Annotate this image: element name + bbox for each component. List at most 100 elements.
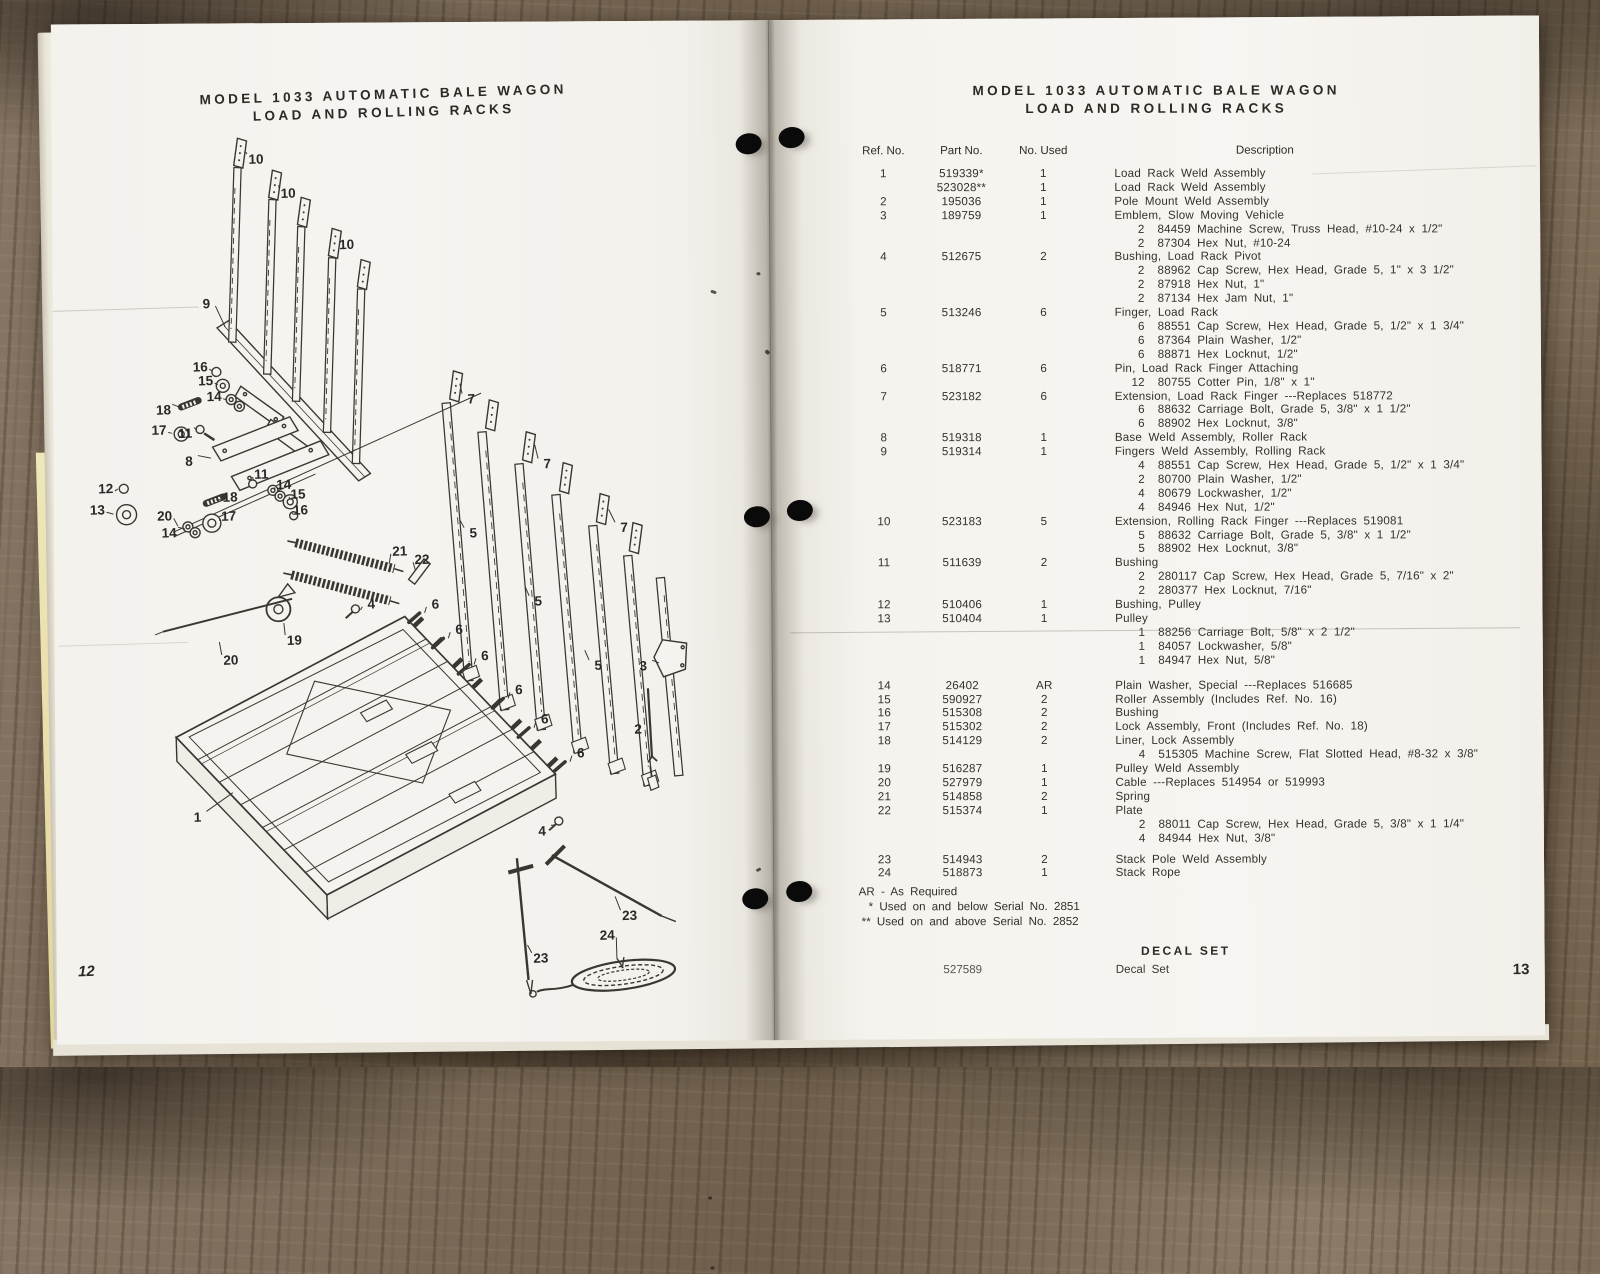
page-number-left: 12: [78, 963, 95, 980]
emblem-and-pole: [644, 639, 691, 790]
callout-leader: [168, 432, 172, 433]
callout-number: 10: [248, 151, 263, 166]
header-no-used: No. Used: [1013, 144, 1073, 158]
callout-number: 15: [198, 373, 214, 388]
exploded-parts-diagram: 1010109161514181711812132018111415161714…: [51, 20, 775, 1044]
callout-number: 18: [156, 402, 172, 417]
callout-number: 4: [367, 596, 375, 611]
callout-number: 8: [185, 454, 193, 469]
callout-number: 22: [414, 552, 429, 567]
footnotes: AR - As Required* Used on and below Seri…: [859, 884, 1537, 929]
callout-number: 14: [161, 525, 177, 540]
decal-set-row: 527589 Decal Set: [859, 962, 1537, 976]
callout-number: 6: [541, 711, 549, 726]
callout-leader: [534, 722, 536, 728]
ink-speck: [708, 1197, 712, 1200]
right-page-title: MODEL 1033 AUTOMATIC BALE WAGON LOAD AND…: [771, 81, 1541, 118]
callout-leader: [106, 512, 113, 514]
parts-table-header: Ref. No. Part No. No. Used Description: [857, 143, 1535, 158]
left-page: MODEL 1033 AUTOMATIC BALE WAGON LOAD AND…: [51, 20, 775, 1044]
right-title-line2: LOAD AND ROLLING RACKS: [771, 99, 1541, 118]
callout-number: 5: [534, 593, 542, 608]
callout-leader: [198, 455, 211, 458]
callout-number: 20: [223, 652, 238, 667]
callout-leader: [570, 756, 572, 762]
pulley-and-cable: [154, 584, 296, 635]
callout-number: 6: [431, 596, 439, 611]
callout-number: 7: [620, 520, 628, 535]
manual-open-book: MODEL 1033 AUTOMATIC BALE WAGON LOAD AND…: [51, 15, 1545, 1044]
callout-number: 7: [543, 456, 551, 471]
callout-leader: [609, 509, 615, 522]
right-page: MODEL 1033 AUTOMATIC BALE WAGON LOAD AND…: [769, 15, 1545, 1040]
decal-description: Decal Set: [1075, 962, 1537, 976]
springs-and-plate: [282, 537, 431, 607]
callout-leader: [284, 623, 285, 635]
callout-leader: [360, 607, 362, 610]
callout-number: 7: [467, 391, 475, 406]
callout-number: 13: [90, 502, 106, 517]
callout-number: 11: [178, 426, 193, 441]
callout-leader: [424, 607, 426, 613]
callout-number: 6: [577, 745, 585, 760]
callout-number: 24: [599, 927, 615, 942]
callout-number: 9: [202, 296, 210, 311]
footnote: * Used on and below Serial No. 2851: [859, 899, 1537, 915]
callout-leader: [616, 937, 617, 958]
callout-leader: [527, 945, 531, 953]
callout-number: 2: [634, 722, 642, 737]
callout-number: 17: [151, 422, 166, 437]
callout-number: 11: [254, 466, 269, 481]
callout-leader: [215, 306, 225, 327]
callout-number: 19: [287, 633, 302, 648]
callout-number: 3: [639, 658, 647, 673]
callout-leader: [219, 642, 221, 655]
callout-leader: [448, 632, 450, 638]
page-number-right: 13: [1513, 961, 1530, 978]
callout-number: 6: [481, 648, 489, 663]
header-ref-no: Ref. No.: [857, 144, 909, 158]
decal-set-heading: DECAL SET: [801, 943, 1545, 958]
callout-number: 1: [194, 810, 202, 825]
callout-number: 18: [222, 489, 238, 504]
right-title-line1: MODEL 1033 AUTOMATIC BALE WAGON: [771, 81, 1541, 100]
callout-number: 6: [515, 682, 523, 697]
